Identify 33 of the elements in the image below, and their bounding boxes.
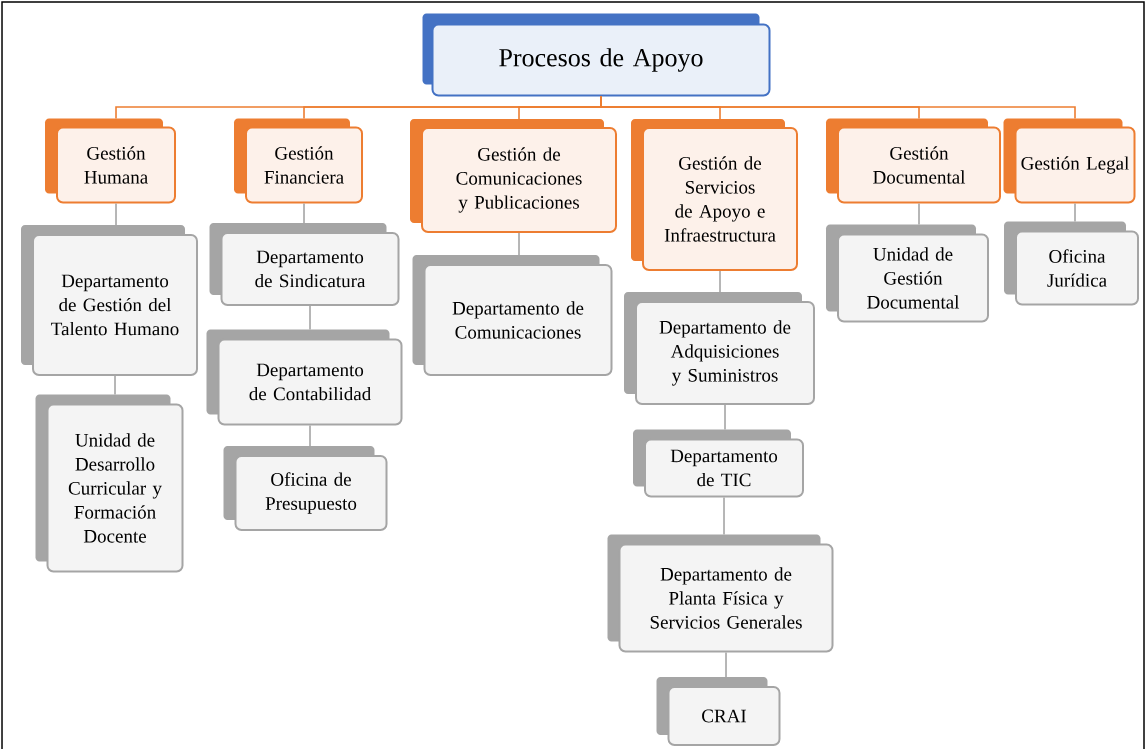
process-box: Gestión Humana bbox=[45, 118, 176, 204]
process-box: Oficina Jurídica bbox=[1004, 221, 1139, 306]
connector-line bbox=[723, 496, 725, 536]
process-box: CRAI bbox=[656, 677, 781, 746]
process-box: Departamento de Contabilidad bbox=[206, 329, 403, 426]
connector-line bbox=[518, 232, 520, 256]
connector-line bbox=[309, 424, 311, 447]
connector-line bbox=[309, 305, 311, 331]
node-label: Gestión Legal bbox=[1021, 156, 1129, 174]
connector-line bbox=[115, 202, 117, 226]
connector-line bbox=[114, 375, 116, 396]
process-box: Gestión Documental bbox=[826, 118, 1001, 204]
connector-line bbox=[719, 270, 721, 293]
connector-line bbox=[600, 95, 1076, 120]
process-box: Departamento de TIC bbox=[633, 429, 804, 498]
process-box: Unidad de Desarrollo Curricular y Formación Docente bbox=[35, 394, 184, 573]
process-box: Departamento de Gestión del Talento Humano bbox=[21, 225, 198, 376]
process-box: Oficina de Presupuesto bbox=[223, 446, 388, 531]
title-box: Procesos de Apoyo bbox=[422, 13, 771, 97]
connector-line bbox=[1074, 202, 1076, 223]
connector-line bbox=[303, 202, 305, 224]
process-box: Gestión Financiera bbox=[234, 118, 363, 204]
process-box: Unidad de Gestión Documental bbox=[826, 224, 989, 323]
process-box: Departamento de Planta Física y Servicios Generales bbox=[607, 534, 834, 653]
process-box: Departamento de Sindicatura bbox=[209, 223, 400, 306]
connector-line bbox=[724, 404, 726, 431]
connector-line bbox=[725, 651, 727, 678]
process-box: Gestión Legal bbox=[1003, 118, 1136, 204]
connector-line bbox=[918, 202, 920, 226]
process-box: Gestión de Servicios de Apoyo e Infraestructura bbox=[631, 119, 798, 271]
process-box: Gestión de Comunicaciones y Publicaciones bbox=[410, 119, 617, 233]
process-box: Departamento de Comunicaciones bbox=[412, 255, 613, 376]
process-box: Departamento de Adquisiciones y Suministros bbox=[624, 292, 815, 405]
